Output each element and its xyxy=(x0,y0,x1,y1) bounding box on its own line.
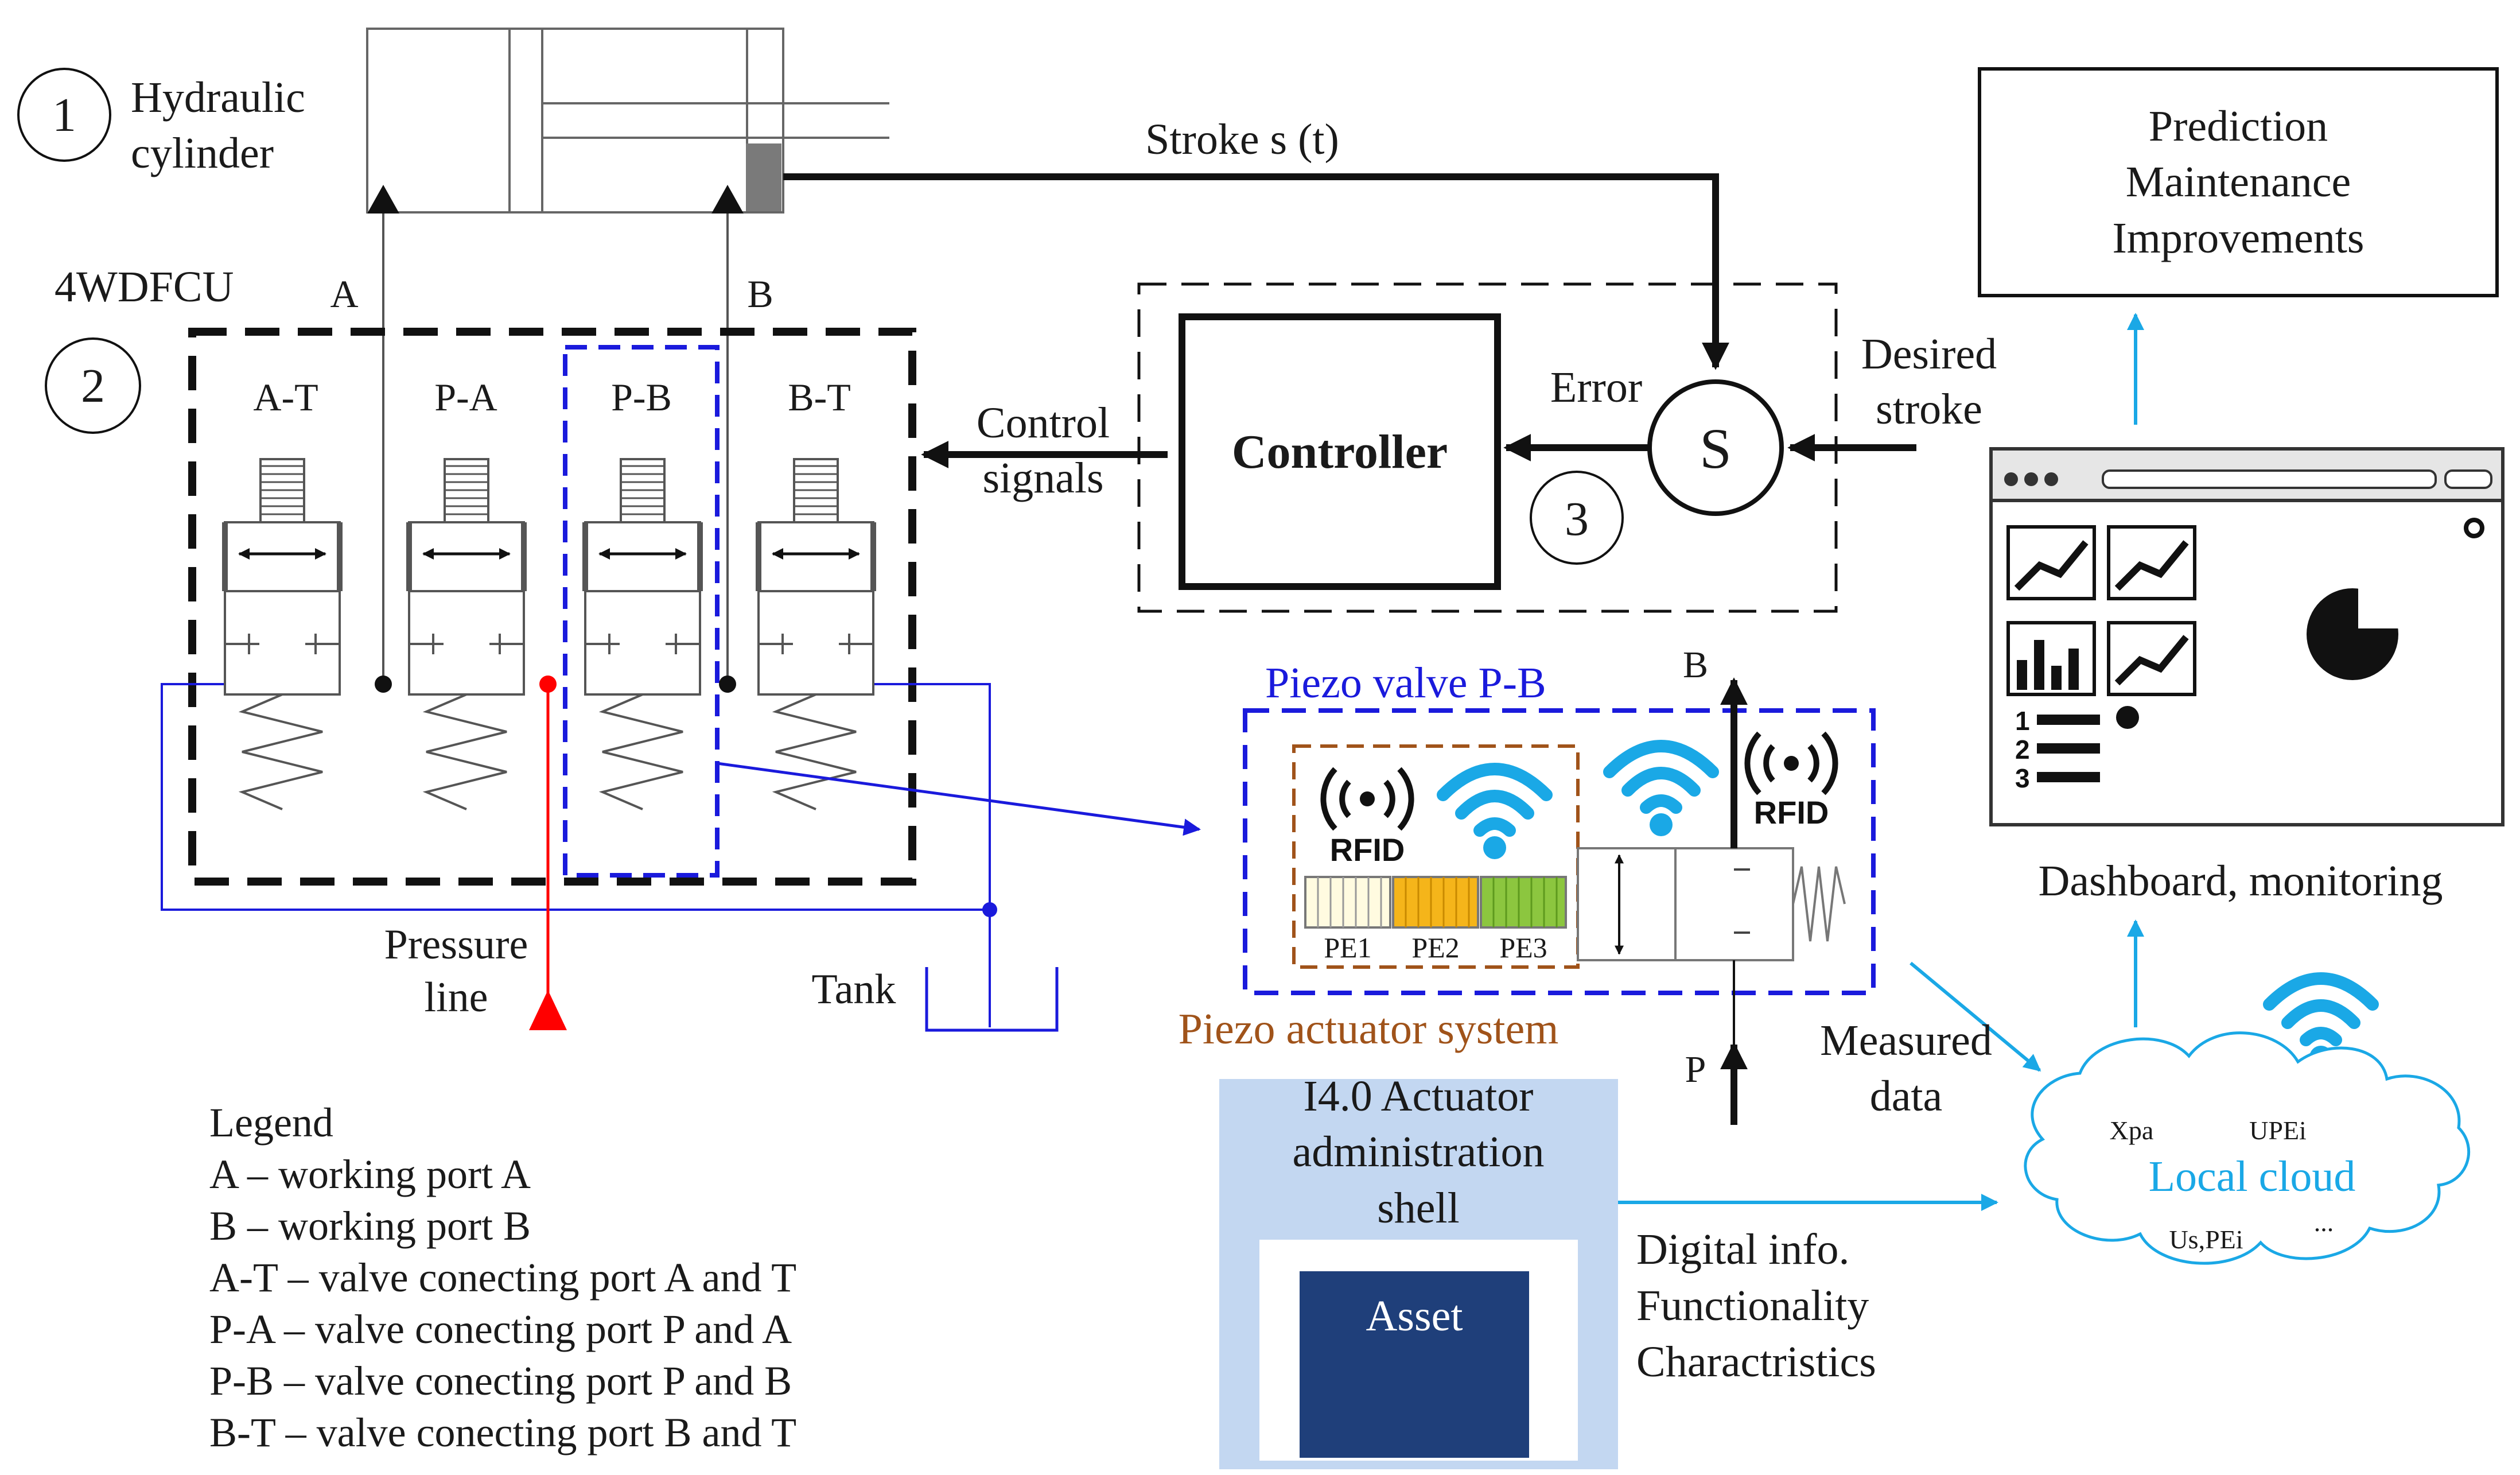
cloud-xpa-label: Xpa xyxy=(2110,1116,2154,1145)
measured-data-label-1: Measured xyxy=(1820,1016,1992,1065)
svg-text:3: 3 xyxy=(2015,763,2030,793)
wifi-icon xyxy=(1443,769,1546,859)
cloud-title: Local cloud xyxy=(2149,1152,2356,1201)
svg-text:2: 2 xyxy=(2015,735,2030,764)
piezo-valve-boundary xyxy=(1243,708,1876,995)
desired-stroke-label-2: stroke xyxy=(1876,385,1982,433)
cloud-ellipsis: ... xyxy=(2314,1208,2334,1237)
desired-stroke-label-1: Desired xyxy=(1861,330,1997,378)
measured-data-arrow xyxy=(1910,961,2041,1072)
legend-item: P-A – valve conecting port P and A xyxy=(209,1306,792,1352)
port-b-junction xyxy=(719,676,736,693)
prediction-line-1: Prediction xyxy=(2149,102,2328,150)
port-b-label: B xyxy=(747,272,773,316)
circle-1-number: 1 xyxy=(52,88,76,142)
pe2-label: PE2 xyxy=(1411,931,1459,964)
admin-shell-line-3: shell xyxy=(1377,1184,1460,1232)
valve-label-p-b: P-B xyxy=(611,375,672,419)
dashboard-mockup: 1 2 3 xyxy=(1989,447,2505,826)
port-a-label: A xyxy=(330,272,358,316)
legend-item: A-T – valve conecting port A and T xyxy=(209,1255,796,1301)
tank-label: Tank xyxy=(812,966,896,1013)
legend-item: P-B – valve conecting port P and B xyxy=(209,1358,792,1404)
legend: Legend A – working port A B – working po… xyxy=(209,1100,796,1455)
valve-label-p-a: P-A xyxy=(434,375,497,419)
valve-port-p-label: P xyxy=(1685,1049,1706,1090)
pressure-source-triangle xyxy=(529,990,567,1030)
control-signals-label-2: signals xyxy=(982,454,1103,502)
legend-item: B-T – valve conecting port B and T xyxy=(209,1410,796,1455)
piezo-actuator-boundary xyxy=(1292,744,1580,969)
wifi-icon-valve xyxy=(1609,746,1713,836)
asset-box xyxy=(1300,1271,1529,1458)
legend-item: A – working port A xyxy=(209,1151,531,1197)
rfid-label-actuator: RFID xyxy=(1330,832,1405,868)
piezo-valve-title: Piezo valve P-B xyxy=(1265,659,1546,707)
admin-shell-line-2: administration xyxy=(1292,1128,1544,1176)
circle-3-number: 3 xyxy=(1565,492,1589,546)
piezo-valve-link-arrow xyxy=(717,762,1201,836)
valve-label-a-t: A-T xyxy=(253,375,318,419)
valve-p-a xyxy=(409,459,524,809)
piezo-actuator-system-label: Piezo actuator system xyxy=(1179,1005,1559,1053)
rfid-icon-valve xyxy=(1747,733,1835,793)
prediction-box xyxy=(1978,67,2499,297)
dashboard-label: Dashboard, monitoring xyxy=(2038,857,2443,905)
piezo-valve-body xyxy=(1577,847,1846,961)
pressure-label-2: line xyxy=(425,974,488,1021)
label-circle-3 xyxy=(1530,471,1624,565)
prediction-line-2: Maintenance xyxy=(2126,158,2351,206)
pe-stack xyxy=(1304,876,1567,929)
stroke-label: Stroke s (t) xyxy=(1145,115,1339,164)
valve-b-t xyxy=(759,459,873,809)
legend-item: B – working port B xyxy=(209,1203,531,1249)
4wdfcu-label: 4WDFCU xyxy=(55,263,234,311)
hydraulic-cylinder-label-1: Hydraulic xyxy=(131,73,305,122)
error-label: Error xyxy=(1550,363,1642,412)
stroke-signal-line xyxy=(783,173,1729,370)
valve-a-t xyxy=(225,459,340,809)
controller-box xyxy=(1179,313,1501,590)
local-cloud-shape xyxy=(2024,1031,2470,1265)
rfid-icon xyxy=(1323,769,1411,829)
digital-info-line-1: Digital info. xyxy=(1636,1225,1850,1274)
cloud-uspei-label: Us,PEi xyxy=(2169,1225,2243,1254)
pe1-label: PE1 xyxy=(1324,931,1371,964)
pressure-label-1: Pressure xyxy=(384,921,528,968)
prediction-line-3: Improvements xyxy=(2112,214,2364,262)
piezo-valve-p-b-highlight xyxy=(563,345,720,878)
measured-data-label-2: data xyxy=(1870,1072,1943,1120)
label-circle-1 xyxy=(17,68,111,162)
admin-shell-line-1: I4.0 Actuator xyxy=(1303,1072,1533,1120)
circle-2-number: 2 xyxy=(81,359,105,413)
asset-label: Asset xyxy=(1366,1292,1463,1340)
pressure-junction xyxy=(539,676,557,693)
hydraulic-cylinder xyxy=(366,28,889,683)
cloud-upei-label: UPEi xyxy=(2249,1116,2307,1145)
tank-symbol xyxy=(925,967,1059,1032)
valve-p-b xyxy=(585,459,700,809)
summing-junction-symbol: S xyxy=(1700,417,1732,480)
svg-text:1: 1 xyxy=(2015,706,2030,736)
label-circle-2 xyxy=(45,337,141,434)
legend-title: Legend xyxy=(209,1100,333,1146)
digital-info-line-2: Functionality xyxy=(1636,1282,1869,1330)
port-a-junction xyxy=(375,676,392,693)
pe3-label: PE3 xyxy=(1499,931,1547,964)
hydraulic-cylinder-label-2: cylinder xyxy=(131,129,274,177)
digital-info-line-3: Charactristics xyxy=(1636,1338,1876,1386)
rfid-label-valve: RFID xyxy=(1754,794,1829,830)
valve-label-b-t: B-T xyxy=(788,375,851,419)
tank-return-line xyxy=(161,683,991,911)
control-signals-label-1: Control xyxy=(977,399,1110,447)
controller-label: Controller xyxy=(1232,425,1448,479)
valve-port-b-label: B xyxy=(1683,644,1708,686)
